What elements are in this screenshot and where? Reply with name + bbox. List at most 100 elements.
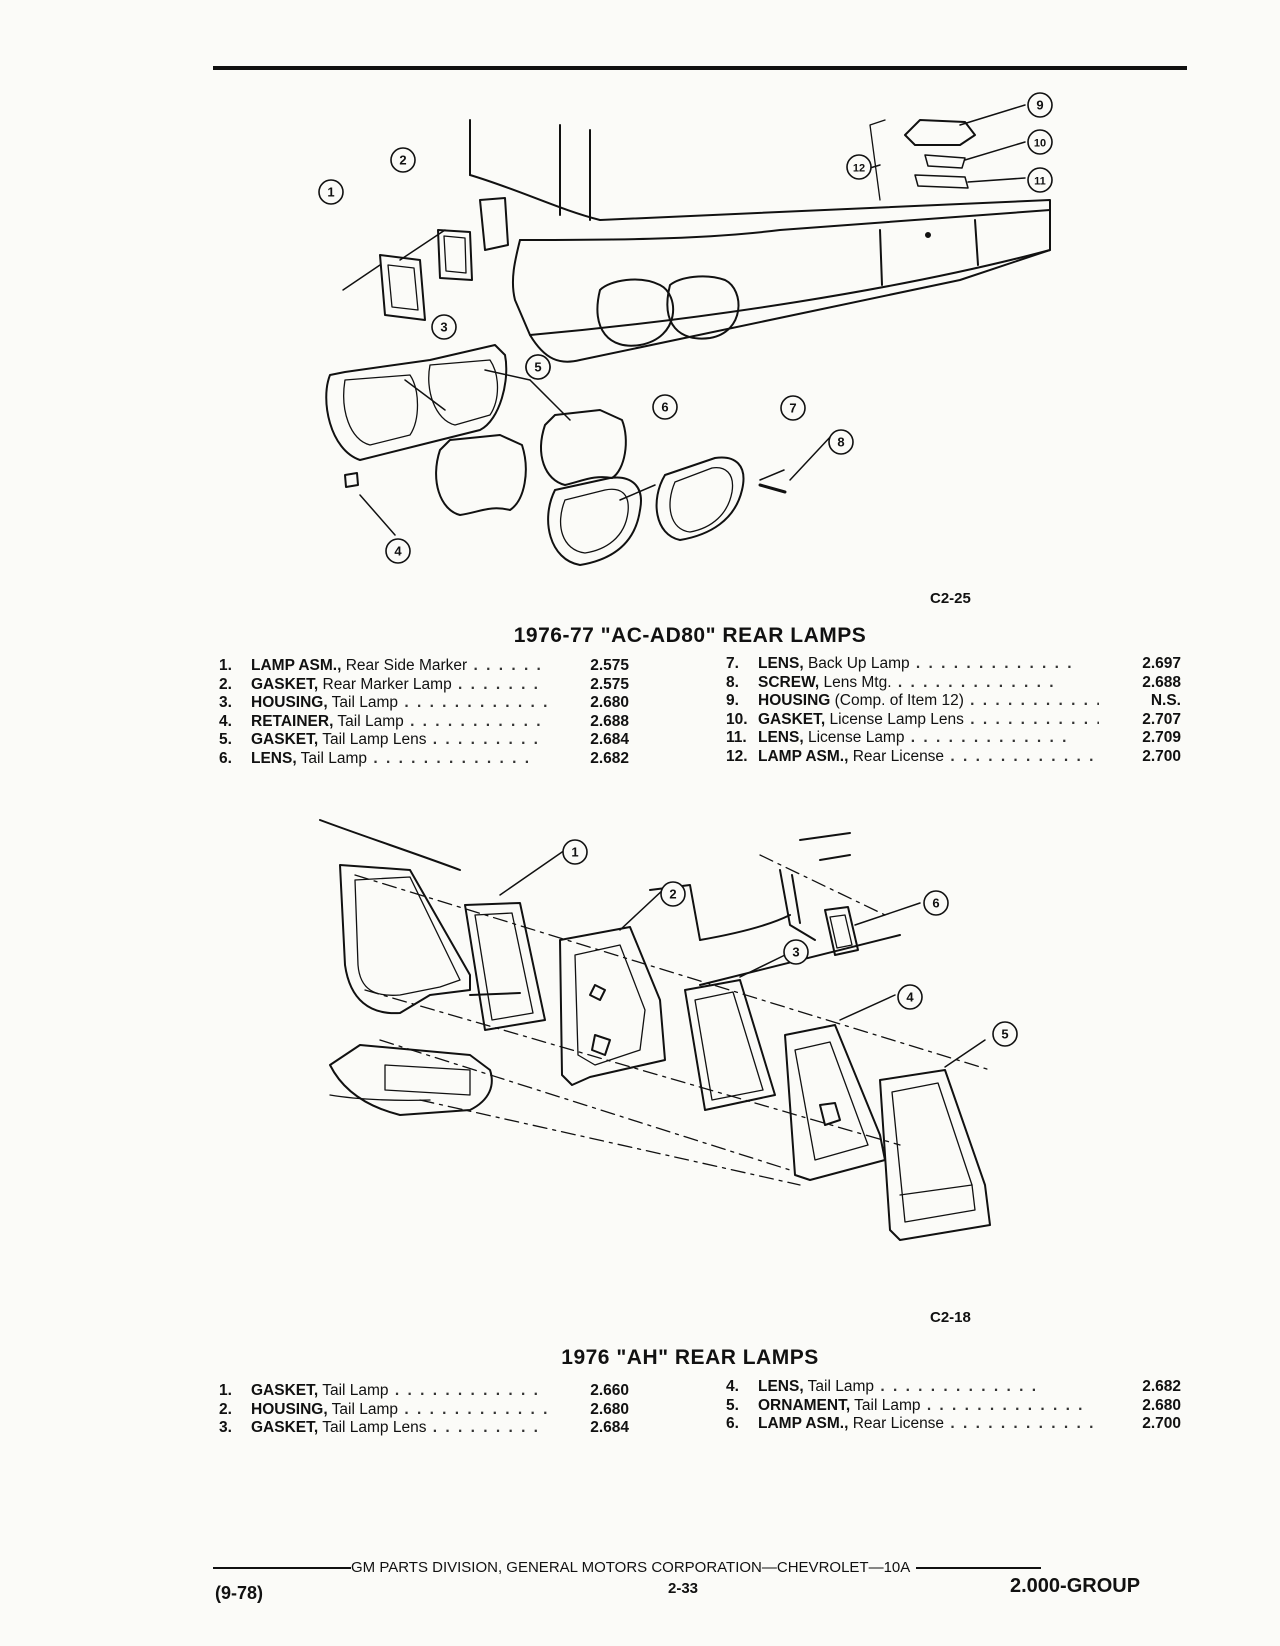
svg-text:4: 4: [906, 990, 914, 1005]
leader-dots: . . . . . . . . . . . . .: [410, 712, 547, 730]
item-name: RETAINER, Tail Lamp . . . . . . . . . . …: [251, 713, 547, 732]
svg-text:4: 4: [394, 544, 402, 559]
group-number: N.S.: [1150, 692, 1181, 709]
part-description: Tail Lamp: [850, 1396, 921, 1414]
group-number: 2.709: [1142, 729, 1181, 746]
leader-dots: . . . . . . . . . . . . .: [970, 692, 1099, 709]
part-name: GASKET,: [251, 731, 319, 748]
svg-text:10: 10: [1034, 138, 1046, 150]
svg-text:2: 2: [669, 887, 676, 902]
part-name: GASKET,: [251, 1419, 319, 1436]
section-1-right-list: 7. LENS, Back Up Lamp . . . . . . . . . .…: [726, 655, 1181, 766]
leader-dots: . . . . . . . . . . . . .: [891, 673, 1056, 691]
item-name: LENS, Back Up Lamp . . . . . . . . . . .…: [758, 655, 1099, 674]
section-1-left-list: 1.LAMP ASM., Rear Side Marker . . . . . …: [219, 657, 669, 768]
section-2-left-list: 1.GASKET, Tail Lamp . . . . . . . . . . …: [219, 1382, 669, 1438]
callout-7: 7: [780, 395, 806, 421]
part-name: LENS,: [251, 749, 297, 767]
item-number: 7.: [726, 655, 739, 672]
parts-list-item: 6.LAMP ASM., Rear License . . . . . . . …: [726, 1415, 1181, 1434]
svg-text:8: 8: [837, 435, 844, 450]
footer-date: (9-78): [215, 1583, 264, 1603]
part-description: Rear License: [848, 1415, 945, 1432]
leader-dots: . . . . . . . . . . . . .: [398, 1400, 547, 1418]
leader-dots: . . . . . . . . . . . . .: [458, 675, 547, 693]
top-rule: [213, 66, 1187, 70]
leader-dots: . . . . . . . . . . . . .: [874, 1378, 1038, 1395]
parts-list-item: 4. LENS, Tail Lamp . . . . . . . . . . . …: [726, 1378, 1181, 1397]
leader-dots: . . . . . . . . . . . . .: [388, 1382, 547, 1399]
group-number: 2.688: [1142, 673, 1181, 691]
parts-list-item: 12.LAMP ASM., Rear License . . . . . . .…: [726, 748, 1181, 767]
leader-dots: . . . . . . . . . . . . .: [367, 749, 531, 767]
parts-list-item: 1.LAMP ASM., Rear Side Marker . . . . . …: [219, 657, 669, 676]
figure-2-code: C2-18: [930, 1309, 971, 1326]
item-name: HOUSING (Comp. of Item 12) . . . . . . .…: [758, 692, 1099, 711]
parts-list-item: 1.GASKET, Tail Lamp . . . . . . . . . . …: [219, 1382, 669, 1401]
parts-list-item: 5.ORNAMENT, Tail Lamp . . . . . . . . . …: [726, 1397, 1181, 1416]
part-name: GASKET,: [251, 1382, 319, 1399]
svg-text:11: 11: [1034, 176, 1046, 188]
item-name: HOUSING, Tail Lamp . . . . . . . . . . .…: [251, 1401, 547, 1420]
part-description: (Comp. of Item 12): [830, 692, 964, 709]
item-name: GASKET, Tail Lamp Lens . . . . . . . . .…: [251, 1419, 547, 1438]
item-number: 4.: [726, 1378, 739, 1395]
parts-list-item: 7. LENS, Back Up Lamp . . . . . . . . . .…: [726, 655, 1181, 674]
group-number: 2.697: [1142, 655, 1181, 672]
tail-lamp-ornament: [879, 1069, 991, 1241]
part-description: Tail Lamp: [333, 712, 404, 730]
part-description: Back Up Lamp: [803, 655, 910, 672]
figure-1-callouts: 1234556789101112: [318, 92, 1053, 564]
item-name: GASKET, Rear Marker Lamp . . . . . . . .…: [251, 676, 547, 695]
svg-text:9: 9: [1036, 98, 1043, 113]
part-description: Tail Lamp Lens: [318, 1419, 427, 1436]
callout-4: 4: [897, 984, 923, 1010]
tail-lamp-housing: [325, 344, 508, 461]
group-number: 2.680: [1142, 1396, 1181, 1414]
callout-5: 5: [992, 1021, 1018, 1047]
leader-dots: . . . . . . . . . . . . .: [920, 1396, 1085, 1414]
part-name: SCREW,: [758, 673, 820, 691]
part-name: RETAINER,: [251, 712, 334, 730]
part-name: LENS,: [758, 1378, 804, 1395]
item-number: 2.: [219, 675, 232, 693]
item-number: 11.: [726, 729, 747, 746]
group-number: 2.682: [1142, 1378, 1181, 1395]
callout-2: 2: [660, 881, 686, 907]
callout-5: 5: [525, 354, 551, 380]
license-lamp: [824, 906, 859, 956]
callout-4: 4: [385, 538, 411, 564]
leader-dots: . . . . . . . . . . . . .: [398, 694, 547, 711]
item-number: 6.: [219, 749, 232, 767]
marker-lamp: [379, 254, 426, 321]
item-name: LAMP ASM., Rear Side Marker . . . . . . …: [251, 657, 547, 676]
footer-page: 2-33: [668, 1580, 699, 1597]
part-name: HOUSING: [758, 692, 831, 709]
section-2-title: 1976 "AH" REAR LAMPS: [561, 1346, 819, 1369]
item-number: 3.: [219, 1419, 232, 1436]
part-name: LAMP ASM.,: [758, 1415, 849, 1432]
group-number: 2.660: [590, 1382, 629, 1399]
parts-list-item: 8.SCREW, Lens Mtg. . . . . . . . . . . .…: [726, 674, 1181, 693]
license-lamp: [904, 119, 976, 146]
svg-text:2: 2: [399, 153, 406, 168]
group-number: 2.682: [590, 749, 629, 767]
svg-text:3: 3: [792, 945, 799, 960]
svg-text:6: 6: [932, 896, 939, 911]
tail-lamp-gasket: [464, 902, 546, 1031]
part-description: Tail Lamp: [327, 694, 399, 711]
callout-6: 6: [652, 394, 678, 420]
svg-text:3: 3: [440, 320, 447, 335]
part-description: Tail Lamp: [803, 1378, 875, 1395]
parts-list-item: 9. HOUSING (Comp. of Item 12) . . . . . .…: [726, 692, 1181, 711]
leader-dots: . . . . . . . . . . . . .: [944, 747, 1099, 765]
part-description: Rear Marker Lamp: [318, 675, 452, 693]
part-name: LENS,: [758, 729, 804, 746]
footer-publisher: GM PARTS DIVISION, GENERAL MOTORS CORPOR…: [351, 1559, 911, 1576]
item-number: 9.: [726, 692, 739, 709]
item-name: LAMP ASM., Rear License . . . . . . . . …: [758, 748, 1099, 767]
leader-dots: . . . . . . . . . . . . .: [904, 729, 1069, 746]
callout-8: 8: [828, 429, 854, 455]
tail-lamp-housing: [559, 926, 666, 1086]
